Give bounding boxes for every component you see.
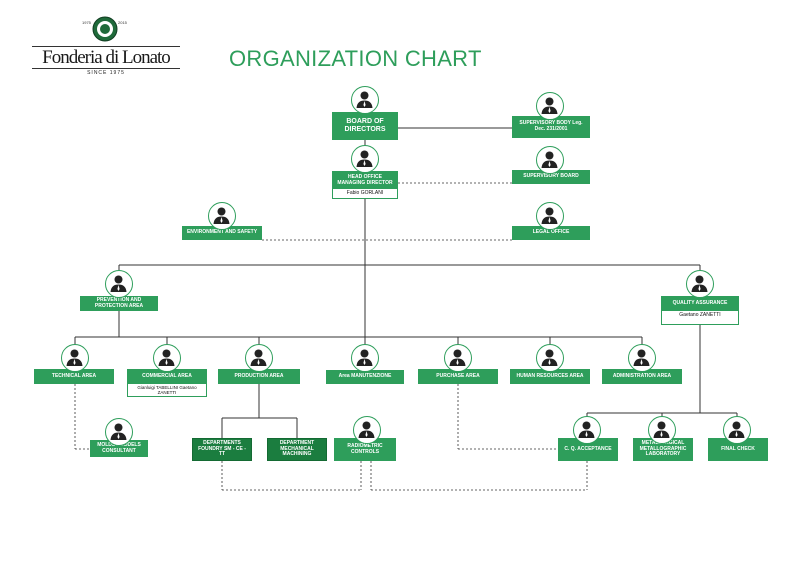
node-person: Gaetano ZANETTI [679,312,721,318]
person-icon [61,344,89,372]
logo-since: SINCE 1975 [87,70,125,76]
logo-year-right: 2015 [118,20,127,25]
node-purchase-area[interactable]: PURCHASE AREA [418,369,498,384]
node-head-office[interactable]: HEAD OFFICE MANAGING DIRECTOR Fabio GORL… [332,171,398,199]
node-technical-area[interactable]: TECHNICAL AREA [34,369,114,384]
person-icon [351,145,379,173]
person-icon [105,270,133,298]
node-label: RADIOMETRIC CONTROLS [335,439,395,460]
node-production-area[interactable]: PRODUCTION AREA [218,369,300,384]
node-label: HEAD OFFICE MANAGING DIRECTOR [333,172,397,189]
node-label: HUMAN RESOURCES AREA [511,370,589,383]
anniversary-seal-icon [92,16,118,42]
person-icon [573,416,601,444]
person-icon [105,418,133,446]
person-icon [723,416,751,444]
node-label: SUPERVISORY BOARD [513,171,589,183]
node-person: Gianluigi TABELLINI Gaetano ZANETTI [137,385,197,396]
node-maintenance-area[interactable]: Area MANUTENZIONE [326,370,404,384]
node-board-of-directors[interactable]: BOARD OF DIRECTORS [332,112,398,140]
person-icon [153,344,181,372]
node-label: DEPARTMENT MECHANICAL MACHINING [268,439,326,460]
node-label: PURCHASE AREA [419,370,497,383]
node-qc-acceptance[interactable]: C. Q. ACCEPTANCE [558,438,618,461]
node-mechanical-machining[interactable]: DEPARTMENT MECHANICAL MACHINING [267,438,327,461]
node-label: LEGAL OFFICE [513,227,589,239]
person-icon [353,416,381,444]
node-label: DEPARTMENTS FOUNDRY SM - CE - TT [193,439,251,460]
company-logo: 1975 2015 Fonderia di Lonato SINCE 1975 [30,16,182,82]
node-label: ENVIRONMENT AND SAFETY [183,227,261,239]
node-molds-consultant[interactable]: MOLDS / MODELS CONSULTANT [90,440,148,457]
node-departments-foundry[interactable]: DEPARTMENTS FOUNDRY SM - CE - TT [192,438,252,461]
person-icon [351,86,379,114]
person-icon [686,270,714,298]
person-icon [628,344,656,372]
node-environment-safety[interactable]: ENVIRONMENT AND SAFETY [182,226,262,240]
node-label: QUALITY ASSURANCE [662,297,738,311]
node-label: SUPERVISORY BODY Leg. Dec. 231/2001 [513,117,589,137]
node-commercial-area[interactable]: COMMERCIAL AREA Gianluigi TABELLINI Gaet… [127,369,207,397]
logo-year-left: 1975 [82,20,91,25]
person-icon [648,416,676,444]
node-label: COMMERCIAL AREA [128,370,206,384]
node-metallurgical-lab[interactable]: METALLURGICAL METALLOGRAPHIC LABORATORY [633,438,693,461]
node-label: PREVENTION AND PROTECTION AREA [81,297,157,310]
logo-wordmark: Fonderia di Lonato [42,47,171,68]
node-quality-assurance[interactable]: QUALITY ASSURANCE Gaetano ZANETTI [661,296,739,325]
person-icon [536,344,564,372]
person-icon [245,344,273,372]
person-icon [536,202,564,230]
node-label: TECHNICAL AREA [35,370,113,383]
logo-rule-bottom [32,68,180,69]
node-label: BOARD OF DIRECTORS [333,113,397,139]
node-person: Fabio GORLANI [346,190,384,196]
person-icon [536,146,564,174]
person-icon [444,344,472,372]
node-label: Area MANUTENZIONE [327,371,403,383]
logo-rule-top [32,46,180,47]
node-label: C. Q. ACCEPTANCE [559,439,617,460]
person-icon [351,344,379,372]
node-label: ADMINISTRATION AREA [603,370,681,383]
node-label: PRODUCTION AREA [219,370,299,383]
node-supervisory-body[interactable]: SUPERVISORY BODY Leg. Dec. 231/2001 [512,116,590,138]
person-icon [536,92,564,120]
node-final-check[interactable]: FINAL CHECK [708,438,768,461]
node-label: FINAL CHECK [709,439,767,460]
node-prevention-protection[interactable]: PREVENTION AND PROTECTION AREA [80,296,158,311]
page-title: ORGANIZATION CHART [229,46,482,71]
person-icon [208,202,236,230]
